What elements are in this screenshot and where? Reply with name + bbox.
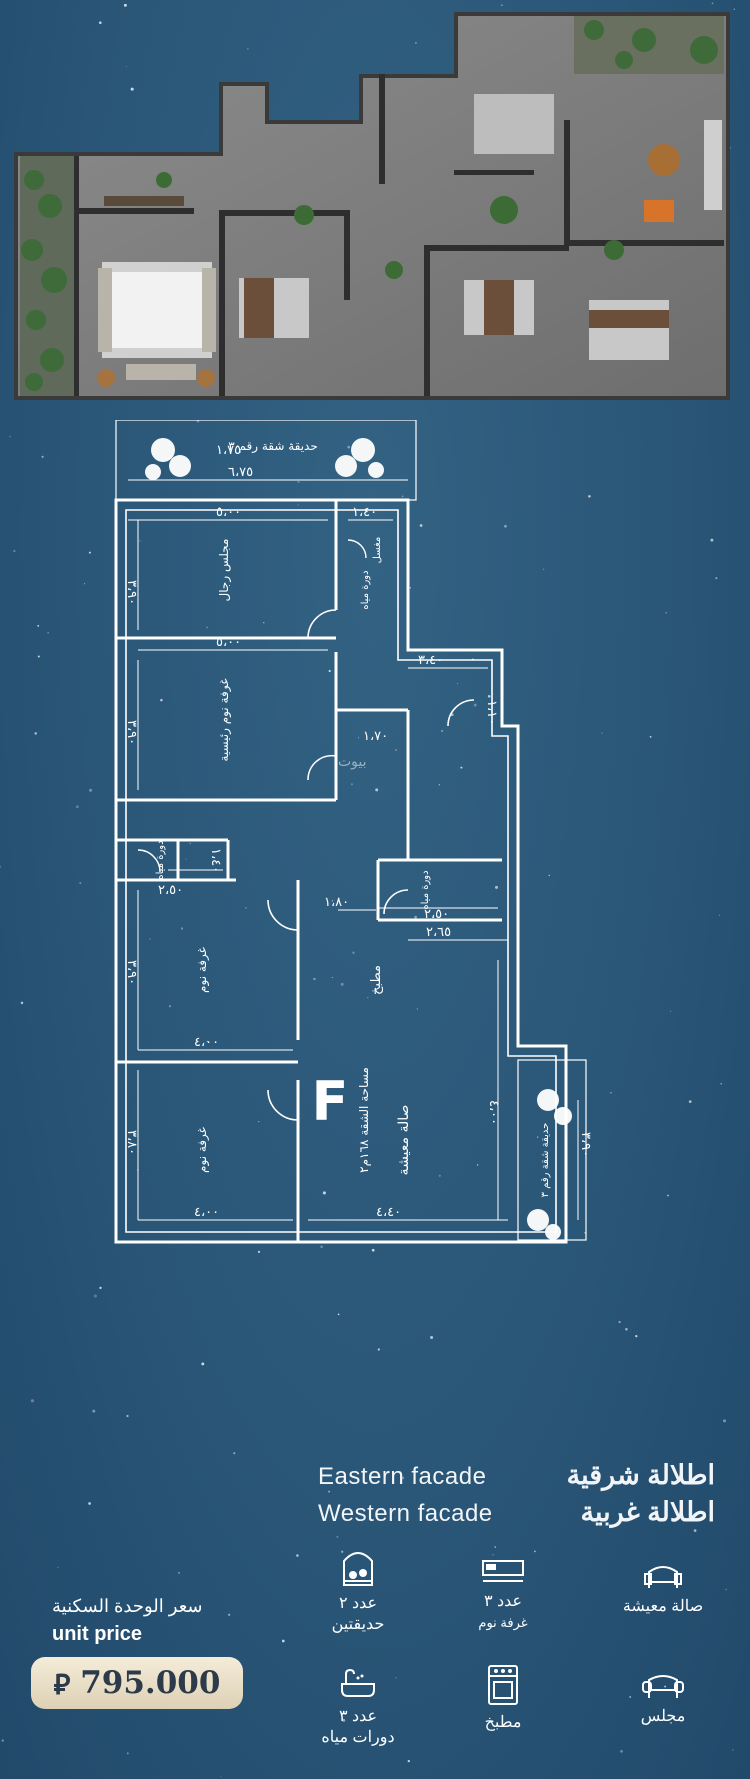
room-label-bedroom-1: غرفة نوم [195,947,210,993]
feature-kitchen: مطبخ [458,1664,548,1733]
dim-entry-depth: ١،١٠ [484,700,499,725]
price-value: 795.000 [80,1665,221,1701]
dim-total-width: ٦،٧٥ [228,465,253,480]
riyal-icon: ⃁ [53,1667,71,1701]
feature-majlis-label: مجلس [640,1708,686,1725]
room-label-kitchen: مطبخ [369,965,384,995]
dim-bath3-width: ٢،٥٠ [424,907,449,922]
feature-bedrooms-count: عدد ٣ [483,1593,523,1610]
room-label-bath-1: دورة مياه [360,570,371,609]
dim-bedroom1-depth: ٣،٩٠ [124,960,139,985]
dim-kitchen-width: ٢،٦٥ [426,925,451,940]
price-label-en: unit price [52,1623,143,1645]
price-label-ar: سعر الوحدة السكنية [52,1596,203,1616]
apartment-area: مساحة الشقة ١٦٨م٢ [357,1067,371,1173]
room-label-master-bedroom: غرفة نوم رئيسية [217,678,232,761]
floor-plan-2d: حديقة شقة رقم ٣ مجلس رجال غرفة نوم رئيسي… [114,420,593,1244]
dim-garden-depth: ١،٧٥ [216,443,241,458]
feature-kitchen-label: مطبخ [484,1714,522,1731]
watermark: بيوت [338,754,367,770]
room-label-living: صالة معيشة [396,1105,412,1176]
bedroom-icon [482,1560,524,1582]
dim-bath2-depth: ١،٤٠ [208,848,223,873]
feature-bedrooms: عدد ٣ غرفة نوم [448,1555,558,1633]
dim-living-width: ٤،٤٠ [376,1205,401,1220]
dim-bedroom2-width: ٤،٠٠ [194,1205,219,1220]
dim-sink-width: ١،٤٠ [352,505,377,520]
stove-icon [488,1665,518,1705]
feature-bathrooms: عدد ٣ دورات مياه [298,1668,418,1748]
dim-bedroom1-width: ٤،٠٠ [194,1035,219,1050]
dim-hall2-width: ١،٨٠ [324,895,349,910]
dim-hall-width: ١،٧٠ [363,729,388,744]
price-box: ⃁ 795.000 [31,1657,243,1709]
dim-majlis-depth: ٣،٩٠ [124,580,139,605]
feature-bedrooms-label: غرفة نوم [478,1615,528,1630]
room-label-sink: مغسل [372,537,383,564]
dim-master-width: ٥،٠٠ [216,635,241,650]
western-facade-en: Western facade [318,1500,493,1527]
room-label-bath-2: دورة مياه [155,840,166,879]
dim-master-depth: ٣،٩٠ [124,720,139,745]
western-facade-ar: اطلالة غربية [580,1497,715,1527]
feature-bathrooms-label: دورات مياه [321,1729,395,1746]
feature-majlis: مجلس [618,1670,708,1727]
room-label-garden-right: حديقة شقة رقم ٣ [540,1123,551,1198]
dim-living-depth: ٤،٠٠ [486,1100,501,1125]
dim-garden-right-depth: ٣،٩٠ [578,1132,593,1157]
feature-gardens-label: حديقتين [331,1616,385,1633]
room-label-majlis: مجلس رجال [217,539,232,602]
room-label-bath-3: دورة مياه [420,870,431,909]
unit-letter: F [312,1070,349,1133]
floor-plan-3d-render [14,12,730,400]
room-label-bedroom-2: غرفة نوم [195,1127,210,1173]
dim-bath2-width: ٢،٥٠ [158,883,183,898]
feature-bathrooms-count: عدد ٣ [338,1708,378,1725]
room-label-garden-top: حديقة شقة رقم ٣ [228,439,318,454]
feature-living-room-label: صالة معيشة [622,1598,704,1615]
dim-corridor-width: ٣،٤٠ [418,653,443,668]
eastern-facade-en: Eastern facade [318,1463,487,1490]
feature-gardens: عدد ٢ حديقتين [298,1547,418,1635]
dim-majlis-width: ٥،٠٠ [216,505,241,520]
eastern-facade-ar: اطلالة شرقية [566,1460,715,1490]
feature-living-room: صالة معيشة [608,1562,718,1617]
garden-icon [343,1552,373,1586]
dim-bedroom2-depth: ٣،٨٠ [124,1130,139,1155]
bathtub-icon [341,1668,375,1697]
feature-gardens-count: عدد ٢ [338,1595,378,1612]
armchair-icon [642,1675,684,1698]
sofa-icon [644,1566,682,1588]
